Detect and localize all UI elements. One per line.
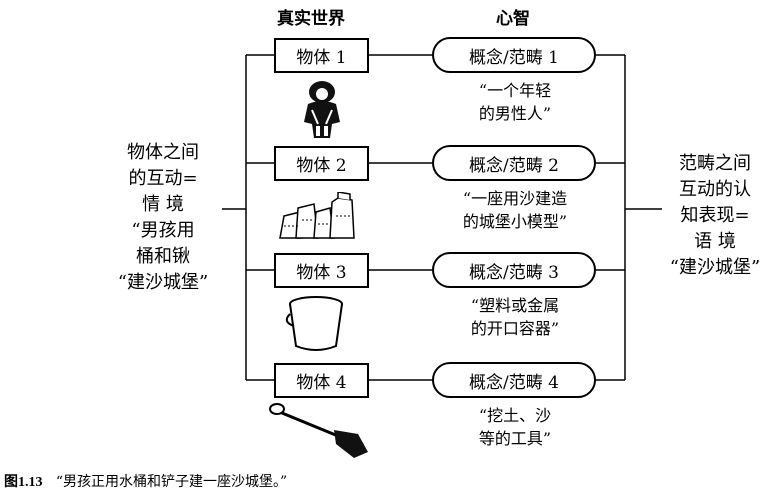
concept-desc-4-line1: “挖土、沙 [478, 406, 552, 425]
concept-pill-2: 概念/范畴 2 [432, 145, 596, 181]
context-note-line2: 互动的认 [679, 179, 751, 200]
situation-note-line1: 物体之间 [127, 142, 199, 163]
object-box-2: 物体 2 [274, 146, 369, 181]
situation-note-line6: “建沙城堡” [117, 272, 209, 293]
concept-pill-4: 概念/范畴 4 [432, 362, 596, 398]
situation-note: 物体之间 的互动= 情 境 “男孩用 桶和锹 “建沙城堡” [98, 140, 228, 296]
context-note-line1: 范畴之间 [679, 153, 751, 174]
concept-desc-2-line2: 的城堡小模型” [462, 212, 568, 231]
concept-desc-3-line1: “塑料或金属 [470, 296, 560, 315]
sandcastle-illustration [279, 192, 355, 239]
shovel-illustration [269, 403, 368, 458]
concept-desc-2-line1: “一座用沙建造 [462, 189, 568, 208]
situation-note-line5: 桶和锹 [136, 246, 190, 267]
header-real-world: 真实世界 [277, 9, 345, 29]
object-box-3: 物体 3 [274, 253, 369, 288]
concept-desc-1-line1: “一个年轻 [478, 81, 552, 100]
header-mind: 心智 [496, 9, 530, 29]
context-note-line4: 语 境 [694, 231, 736, 252]
situation-note-line4: “男孩用 [131, 220, 195, 241]
bucket-illustration [285, 296, 343, 351]
concept-desc-4: “挖土、沙 等的工具” [440, 404, 590, 450]
concept-desc-1: “一个年轻 的男性人” [440, 79, 590, 125]
object-box-4: 物体 4 [274, 363, 369, 398]
concept-desc-1-line2: 的男性人” [478, 104, 552, 123]
figure-number: 图1.13 [4, 475, 43, 490]
figure-caption-text: “男孩正用水桶和铲子建一座沙城堡。” [55, 474, 288, 490]
concept-desc-4-line2: 等的工具” [478, 429, 552, 448]
concept-desc-3-line2: 的开口容器” [470, 319, 560, 338]
object-box-1: 物体 1 [274, 38, 369, 73]
context-note: 范畴之间 互动的认 知表现= 语 境 “建沙城堡” [650, 151, 780, 281]
situation-note-line2: 的互动= [128, 168, 198, 189]
situation-note-line3: 情 境 [142, 194, 184, 215]
context-note-line3: 知表现= [680, 205, 750, 226]
boy-illustration [304, 81, 340, 138]
concept-desc-2: “一座用沙建造 的城堡小模型” [440, 187, 590, 233]
concept-pill-1: 概念/范畴 1 [432, 37, 596, 73]
concept-pill-3: 概念/范畴 3 [432, 252, 596, 288]
context-note-line5: “建沙城堡” [669, 257, 761, 278]
figure-caption: 图1.13 “男孩正用水桶和铲子建一座沙城堡。” [4, 471, 287, 491]
concept-desc-3: “塑料或金属 的开口容器” [440, 294, 590, 340]
